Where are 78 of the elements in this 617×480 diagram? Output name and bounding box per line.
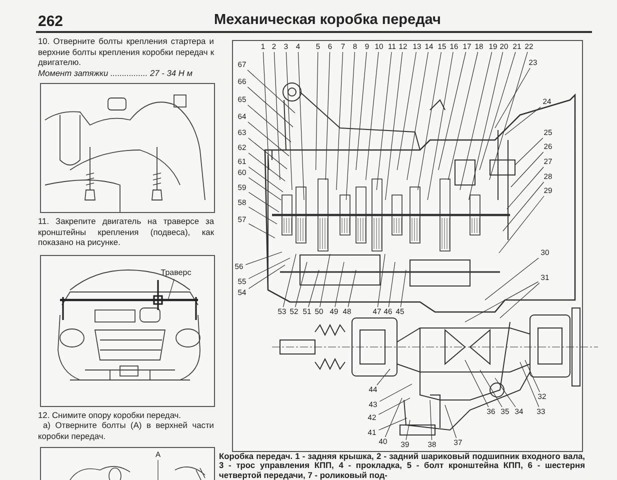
leader-line [295, 262, 308, 308]
leader-line [282, 254, 296, 308]
leader-line [388, 262, 396, 308]
torque-spec: Момент затяжки ................ 27 - 34 Н м [38, 68, 194, 79]
leader-line [325, 52, 330, 180]
leader-line [168, 278, 174, 300]
leader-line [378, 398, 410, 415]
leader-line [524, 360, 540, 392]
page-title: Механическая коробка передач [214, 12, 441, 28]
leader-line [248, 258, 290, 279]
leader-line [444, 404, 457, 438]
leader-line [377, 254, 386, 308]
leader-line [418, 52, 442, 190]
leader-line [248, 192, 280, 212]
leader-line [247, 86, 294, 128]
leader-line [400, 270, 406, 308]
instruction-text: 12. Снимите опору коробки передач. [38, 410, 182, 421]
leader-line [494, 68, 530, 128]
leader-line [498, 196, 544, 254]
leader-line [504, 106, 541, 136]
leader-line [248, 177, 282, 200]
leader-line [320, 254, 330, 308]
leader-line [247, 70, 296, 114]
leader-line [438, 52, 466, 170]
leader-line [385, 52, 403, 200]
leader-line [500, 282, 540, 318]
leader-line [378, 418, 408, 430]
leader-line [334, 262, 344, 308]
leader-line [348, 270, 356, 308]
leader-line [406, 420, 410, 440]
leader-line [379, 384, 412, 402]
leader-line [448, 52, 478, 180]
leader-line [316, 52, 318, 170]
leader-line [248, 223, 276, 238]
leader-line [248, 104, 292, 142]
leader-line [248, 122, 290, 156]
leader-line [286, 52, 292, 190]
leader-line [406, 52, 428, 180]
leader-line [262, 52, 270, 170]
leader-line [248, 152, 286, 182]
leader-line [480, 370, 502, 408]
leader-line [248, 264, 286, 289]
leader-line [427, 52, 454, 200]
page-number: 262 [38, 13, 64, 30]
instruction-text: 11. Закрепите двигатель на траверсе за кронштейны крепления (подвеса), как показано на рисунке. [38, 216, 214, 248]
leader-line [464, 281, 539, 322]
leader-line [468, 52, 504, 200]
leader-line [464, 360, 489, 408]
leader-line [336, 52, 344, 190]
instruction-text: 10. Отверните болты крепления стартера и верхние болты крепления коробки передач к двигателю. [38, 36, 214, 68]
leader-line [384, 398, 402, 438]
leader-line [506, 166, 544, 210]
leader-line [298, 52, 304, 200]
leader-line [346, 52, 355, 200]
leader-line [274, 52, 280, 180]
part-label: Траверс [160, 269, 192, 277]
leader-line [248, 206, 278, 224]
figure-caption: Коробка передач. 1 - задняя крышка, 2 - задний шариковый подшипник входного вала, 3 - трос управления КПП, 4 - прокладка, 5 - болт кронштейна КПП, 6 - шестерня четвертой передачи, 7 - роликовый под- [219, 452, 585, 480]
leader-line [430, 400, 432, 440]
leader-line [484, 258, 539, 300]
leader-line [376, 368, 390, 386]
leader-line [308, 270, 320, 308]
leader-line [494, 378, 516, 408]
leader-line [510, 152, 544, 188]
instruction-text: а) Отверните болты (А) в верхней части коробки передач. [38, 420, 214, 442]
leader-line [245, 252, 282, 265]
leader-line [248, 138, 288, 170]
leader-line [366, 52, 379, 180]
leader-line [520, 362, 540, 408]
leader-line [479, 52, 516, 170]
leader-line [248, 166, 284, 192]
leader-line [460, 52, 492, 190]
leader-line [502, 182, 544, 232]
leader-line [376, 52, 392, 190]
leader-line [514, 138, 544, 166]
leader-line [489, 52, 528, 180]
leader-line [356, 52, 367, 170]
leader-line [396, 52, 416, 170]
